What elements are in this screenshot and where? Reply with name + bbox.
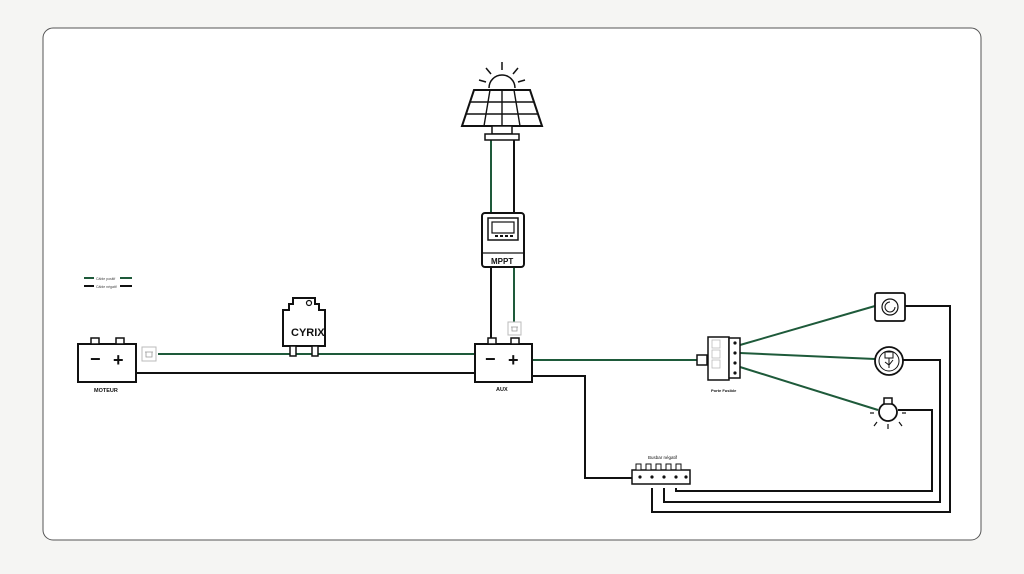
positive-cable-heater <box>739 305 876 346</box>
busbar-negative: Busbar négatif <box>631 455 691 485</box>
light-bulb-icon <box>870 397 906 429</box>
solar-fuse-icon <box>507 321 522 336</box>
mppt-charge-controller: MPPT <box>481 212 525 268</box>
heater-icon <box>874 292 906 322</box>
cables <box>136 140 951 513</box>
mppt-label: MPPT <box>491 257 513 266</box>
cyrix-relay: CYRIX <box>282 297 326 357</box>
engine-battery: − + MOTEUR <box>77 337 137 394</box>
positive-cable-usb <box>739 352 876 360</box>
aux-battery-label: AUX <box>496 387 508 393</box>
fuse-holder: Porte Fusible <box>696 336 741 393</box>
busbar-label: Busbar négatif <box>648 455 678 460</box>
negative-cable-heater <box>651 305 951 513</box>
legend-negative-label: Câble négatif <box>96 285 117 289</box>
engine-battery-minus: − <box>90 349 101 369</box>
positive-cable-light <box>739 366 879 411</box>
engine-battery-plus: + <box>113 350 124 370</box>
legend-positive-label: Câble positif <box>96 277 115 281</box>
negative-cable-usb <box>663 359 941 503</box>
sun-icon <box>478 62 526 89</box>
legend: Câble positif Câble négatif <box>84 277 132 289</box>
diagram-frame <box>42 27 982 541</box>
cyrix-label: CYRIX <box>291 327 325 339</box>
negative-cable-light <box>675 409 933 492</box>
usb-outlet-icon <box>874 346 904 376</box>
aux-battery-plus: + <box>508 350 519 370</box>
engine-battery-label: MOTEUR <box>94 388 118 394</box>
negative-cable-aux-busbar <box>532 375 632 479</box>
engine-fuse-icon <box>141 346 157 362</box>
fuse-holder-label: Porte Fusible <box>711 388 737 393</box>
solar-panel-icon <box>460 89 544 141</box>
aux-battery: − + AUX <box>474 337 533 393</box>
aux-battery-minus: − <box>485 349 496 369</box>
